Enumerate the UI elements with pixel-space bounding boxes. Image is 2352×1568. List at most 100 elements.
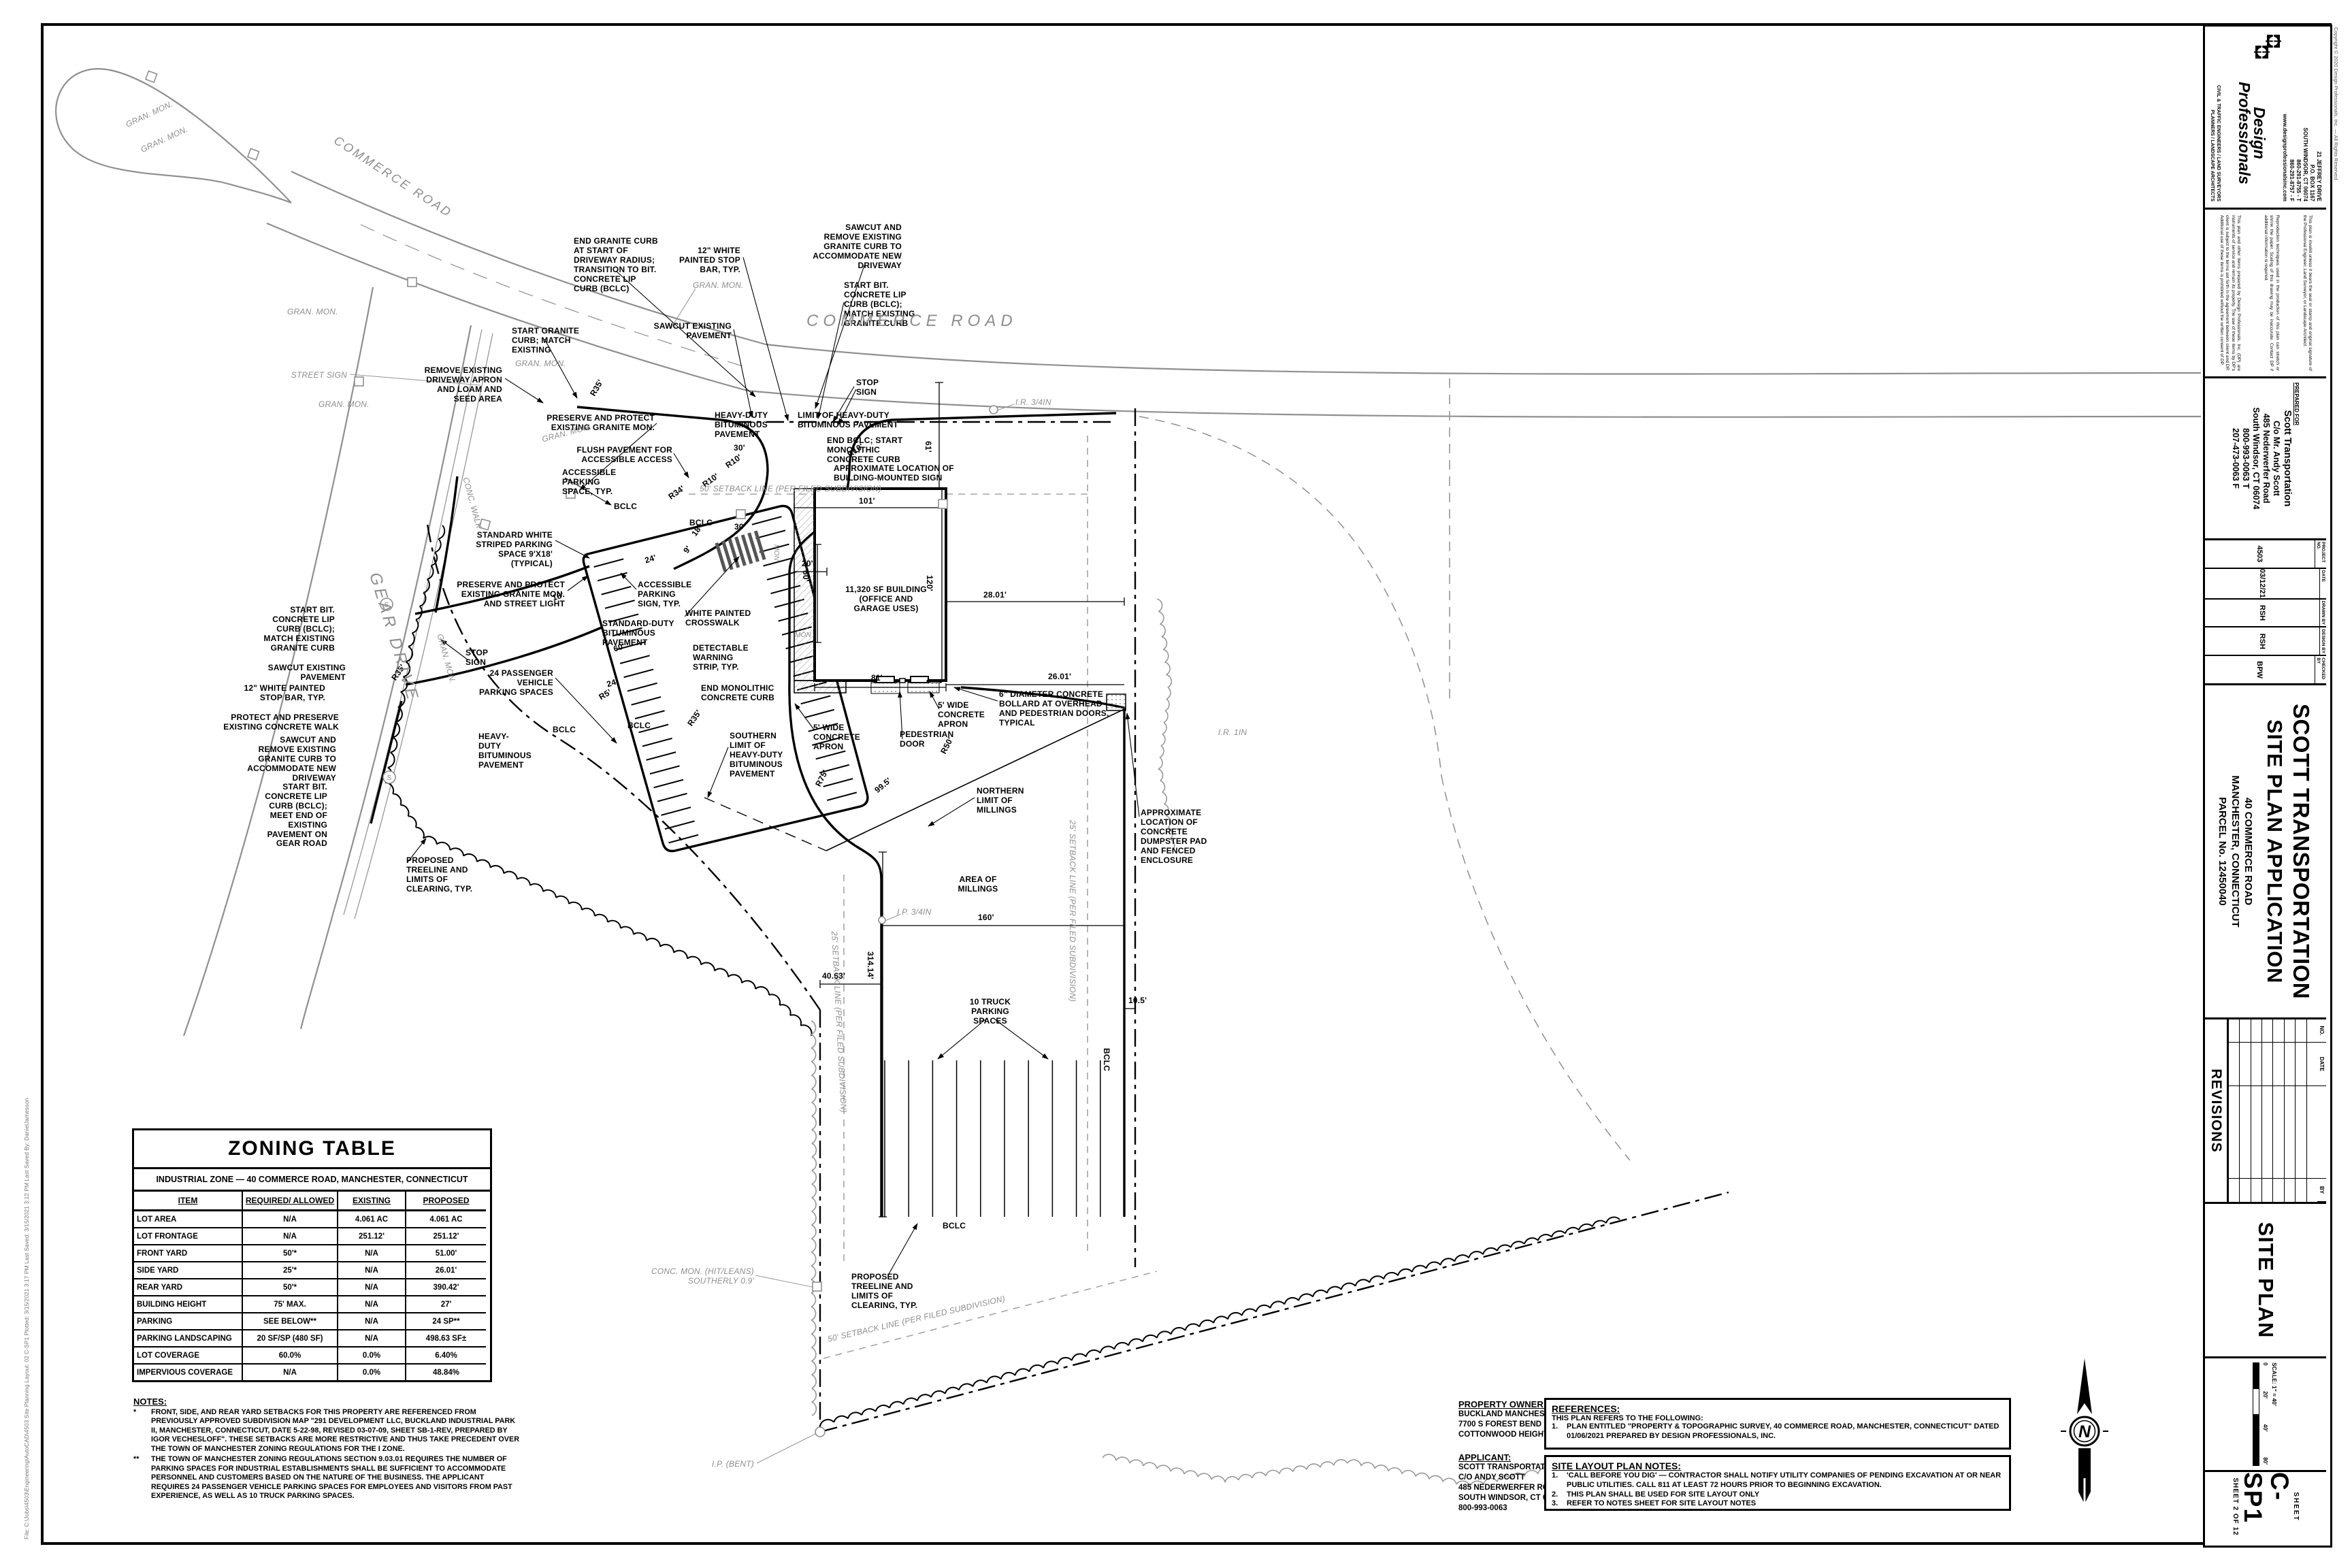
monolithic-sidewalk — [794, 488, 815, 681]
parcel-number: PARCEL No. 12450040 — [2217, 797, 2229, 906]
notes-title: NOTES: — [133, 1396, 167, 1407]
sheet-number-block: SHEET C-SP1 SHEET 2 OF 12 — [2205, 1472, 2326, 1541]
southern-limit-line — [704, 797, 827, 851]
plan-callout: END BCLC; START MONOLITHIC CONCRETE CURB — [827, 436, 903, 464]
project-info-label: DATE — [2319, 568, 2326, 598]
dumpster-pad — [1106, 693, 1126, 711]
cell-existing: 0.0% — [338, 1348, 406, 1365]
item-number: 1. — [1552, 1422, 1558, 1431]
plan-callout: STOP SIGN — [856, 378, 879, 397]
project-title-line2: SITE PLAN APPLICATION — [2263, 719, 2287, 983]
plan-callout: COMMERCE ROAD — [806, 312, 1017, 330]
cell-proposed: 251.12' — [406, 1228, 486, 1245]
item-number: 2. — [1552, 1490, 1558, 1499]
existing-treeline — [1156, 598, 1175, 851]
design-professionals-logo-icon — [2254, 33, 2281, 60]
zoning-table: ZONING TABLE INDUSTRIAL ZONE — 40 COMMER… — [132, 1128, 492, 1382]
cell-item: LOT FRONTAGE — [134, 1228, 243, 1245]
reference-item: 1. PLAN ENTITLED "PROPERTY & TOPOGRAPHIC… — [1552, 1422, 2004, 1441]
project-info-label: CHECKED BY — [2315, 656, 2326, 683]
cell-item: BUILDING HEIGHT — [134, 1296, 243, 1313]
property-owner-heading: PROPERTY OWNER: — [1458, 1399, 1547, 1409]
plan-callout: APPROXIMATE LOCATION OF BUILDING-MOUNTED… — [834, 463, 954, 483]
building-label: 11,320 SF BUILDING (OFFICE AND GARAGE US… — [845, 585, 927, 613]
plan-callout: SAWCUT EXISTING PAVEMENT — [267, 663, 346, 682]
site-layout-notes-box: SITE LAYOUT PLAN NOTES: 1. 'CALL BEFORE … — [1544, 1455, 2011, 1511]
applicant-line: C/O ANDY SCOTT — [1458, 1473, 1525, 1482]
project-title-line1: SCOTT TRANSPORTATION — [2289, 703, 2315, 1000]
revisions-block: NO. DATE BY REVISIONS — [2205, 1019, 2326, 1204]
cell-existing: N/A — [338, 1330, 406, 1348]
plan-callout: STANDARD WHITE STRIPED PARKING SPACE 9'X… — [476, 530, 553, 568]
plan-callout: ACCESSIBLE PARKING SIGN, TYP. — [638, 580, 692, 608]
existing-treeline — [1102, 1454, 1593, 1488]
plan-callout: BCLC — [1102, 1048, 1111, 1072]
plan-callout: STREET SIGN — [291, 370, 347, 380]
plan-callout: 12" WHITE PAINTED STOP BAR, TYP. — [679, 246, 740, 274]
plan-callout: 6" DIAMETER CONCRETE BOLLARD AT OVERHEAD… — [999, 689, 1109, 728]
plan-callout: FLUSH PAVEMENT FOR ACCESSIBLE ACCESS — [576, 445, 672, 464]
cell-item: IMPERVIOUS COVERAGE — [134, 1365, 243, 1380]
cell-proposed: 24 SP** — [406, 1313, 486, 1330]
plan-callout: SAWCUT EXISTING PAVEMENT — [653, 321, 732, 340]
project-info-value: BPW — [2255, 661, 2264, 679]
plan-callout: BCLC — [943, 1221, 966, 1230]
table-row: IMPERVIOUS COVERAGE N/A 0.0% 48.84% — [134, 1365, 490, 1380]
plan-callout: CONC. MON. (HIT/LEANS) SOUTHERLY 0.9' — [651, 1267, 754, 1286]
plan-callout: SAWCUT AND REMOVE EXISTING GRANITE CURB … — [247, 735, 336, 783]
plan-callout: AREA OF MILLINGS — [958, 875, 998, 894]
plan-callout: START GRANITE CURB; MATCH EXISTING — [512, 326, 580, 355]
client-line: 800-993-0063 T — [2241, 428, 2251, 489]
revision-row — [2261, 1019, 2273, 1202]
project-info-value: RSH — [2258, 604, 2266, 621]
project-info-cell: CHECKED BY BPW — [2205, 656, 2326, 683]
revisions-rows — [2228, 1019, 2317, 1202]
zoning-table-rows: LOT AREA N/A 4.061 AC 4.061 AC LOT FRONT… — [134, 1211, 490, 1380]
plan-callout: MON — [772, 544, 780, 561]
applicant-line: SOUTH WINDSOR, CT 06074 — [1458, 1493, 1565, 1502]
plan-callout: SOUTHERN LIMIT OF HEAVY-DUTY BITUMINOUS … — [730, 731, 783, 779]
file-info-text: File: C:\Jobs\4503\Engineering\AutoCAD\4… — [23, 1098, 30, 1539]
cell-item: PARKING — [134, 1313, 243, 1330]
plan-callout: GRAN. MON. — [318, 399, 370, 409]
project-title-block: SCOTT TRANSPORTATION SITE PLAN APPLICATI… — [2205, 685, 2326, 1019]
plan-callout: 20' — [802, 559, 813, 568]
overhead-door — [910, 676, 929, 683]
references-box: REFERENCES: THIS PLAN REFERS TO THE FOLL… — [1544, 1398, 2011, 1450]
cell-existing: N/A — [338, 1279, 406, 1296]
plan-callout: 60' — [801, 570, 811, 582]
scale-block: SCALE: 1" = 40' 0 20' 40' 80' — [2205, 1358, 2326, 1470]
cell-existing: 251.12' — [338, 1228, 406, 1245]
cell-required: 50'* — [243, 1245, 338, 1262]
plan-callout: HEAVY- DUTY BITUMINOUS PAVEMENT — [478, 732, 532, 770]
zoning-table-subtitle: INDUSTRIAL ZONE — 40 COMMERCE ROAD, MANC… — [134, 1169, 490, 1192]
plan-callout: END MONOLITHIC CONCRETE CURB — [701, 683, 774, 702]
item-text: REFER TO NOTES SHEET FOR SITE LAYOUT NOT… — [1567, 1499, 1757, 1508]
cell-required: N/A — [243, 1211, 338, 1228]
northern-limit-of-millings-line — [826, 708, 1125, 851]
table-row: FRONT YARD 50'* N/A 51.00' — [134, 1245, 490, 1262]
monolithic-sidewalk — [794, 680, 847, 693]
svg-text:N: N — [2078, 1422, 2091, 1441]
cell-existing: N/A — [338, 1296, 406, 1313]
cell-required: 25'* — [243, 1262, 338, 1279]
plan-callout: 101' — [859, 496, 875, 506]
plan-callout: START BIT. CONCRETE LIP CURB (BCLC); MAT… — [263, 605, 335, 653]
site-layout-note-item: 3. REFER TO NOTES SHEET FOR SITE LAYOUT … — [1552, 1499, 2004, 1509]
scale-bar — [2253, 1362, 2260, 1466]
plan-callout: STANDARD-DUTY BITUMINOUS PAVEMENT — [602, 619, 674, 647]
plan-callout: START BIT. CONCRETE LIP CURB (BCLC); MAT… — [844, 280, 915, 328]
plan-callout: 314.14' — [866, 951, 875, 979]
revision-row — [2283, 1019, 2296, 1202]
cell-proposed: 26.01' — [406, 1262, 486, 1279]
plan-callout: PROTECT AND PRESERVE EXISTING CONCRETE W… — [223, 713, 339, 732]
project-info-label: PROJECT NO. — [2315, 540, 2326, 568]
plan-callout: STOP SIGN — [466, 648, 489, 667]
plan-callout: GRAN. MON. — [515, 359, 566, 368]
cell-required: N/A — [243, 1365, 338, 1380]
disclaimer-block: This plan is invalid unless it bears the… — [2205, 210, 2326, 378]
client-line: South Windsor, CT 06074 — [2251, 407, 2261, 510]
note-text: FRONT, SIDE, AND REAR YARD SETBACKS FOR … — [151, 1408, 520, 1453]
cell-proposed: 27' — [406, 1296, 486, 1313]
